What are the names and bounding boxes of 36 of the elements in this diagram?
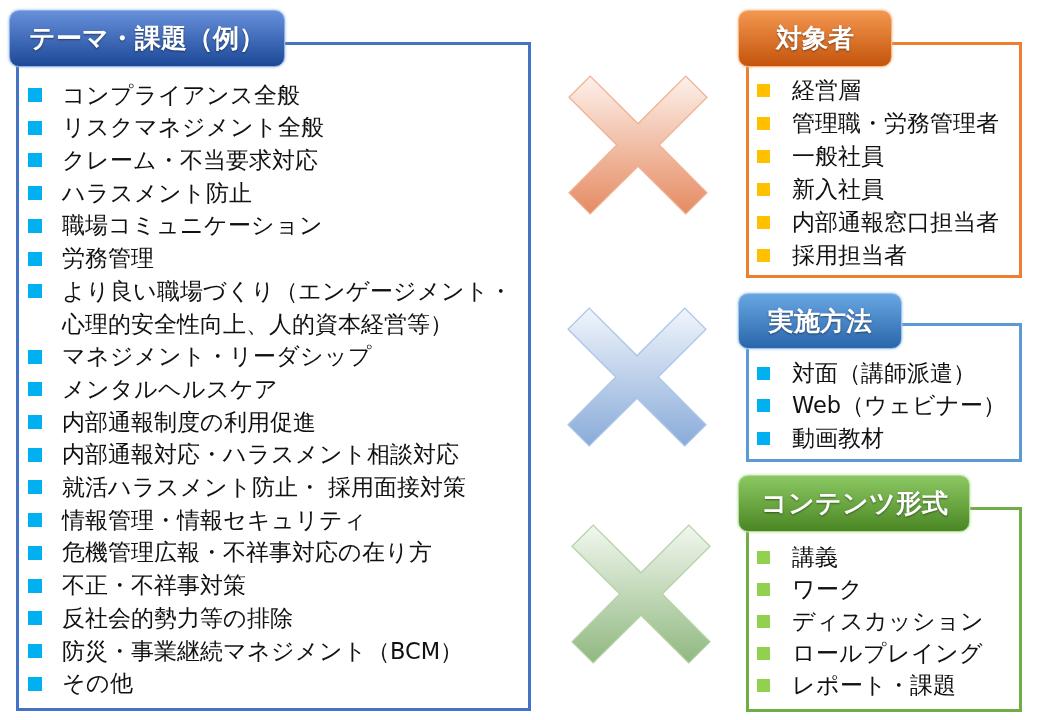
list-item: 労務管理: [62, 244, 154, 274]
list-item: 内部通報窓口担当者: [792, 207, 999, 237]
list-item: ハラスメント防止: [62, 178, 252, 208]
list-item: 一般社員: [792, 141, 884, 171]
list-item: 新入社員: [792, 174, 884, 204]
heading-tab: テーマ・課題（例）: [9, 10, 285, 67]
list-item: 反社会的勢力等の排除: [62, 603, 293, 633]
list-item: 採用担当者: [792, 240, 907, 270]
list-item: 内部通報対応・ハラスメント相談対応: [62, 440, 459, 470]
list-item: 講義: [792, 543, 838, 572]
heading-tab: 対象者: [738, 10, 892, 67]
list-item: 対面（講師派遣）: [792, 358, 976, 388]
list-item: より良い職場づくり（エンゲージメント・心理的安全性向上、人的資本経営等）: [62, 276, 513, 339]
list-item: コンプライアンス全般: [62, 80, 300, 110]
list-item: その他: [62, 669, 133, 699]
list-item: 経営層: [792, 75, 861, 105]
list-item: 情報管理・情報セキュリティ: [62, 505, 367, 535]
list-item: 危機管理広報・不祥事対応の在り方: [62, 538, 432, 568]
list-item: リスクマネジメント全般: [62, 113, 324, 143]
heading-tab: コンテンツ形式: [738, 475, 970, 532]
list-item: 内部通報制度の利用促進: [62, 407, 316, 437]
list-item: 防災・事業継続マネジメント（BCM）: [62, 636, 464, 666]
list-item: 動画教材: [792, 423, 884, 453]
heading-tab: 実施方法: [738, 293, 902, 349]
list-item: ディスカッション: [792, 607, 984, 636]
list-item: 不正・不祥事対策: [62, 571, 246, 601]
list-item: Web（ウェビナー）: [792, 391, 1007, 421]
list-item: ロールプレイング: [792, 639, 983, 668]
list-item: レポート・課題: [792, 671, 956, 700]
list-item: 就活ハラスメント防止・ 採用面接対策: [62, 473, 467, 503]
list-item: マネジメント・リーダシップ: [62, 342, 372, 372]
list-item: メンタルヘルスケア: [62, 374, 278, 404]
list-item: 職場コミュニケーション: [62, 211, 323, 241]
list-item: ワーク: [792, 575, 863, 604]
list-item: 管理職・労務管理者: [792, 108, 999, 138]
list-item: クレーム・不当要求対応: [62, 146, 318, 176]
